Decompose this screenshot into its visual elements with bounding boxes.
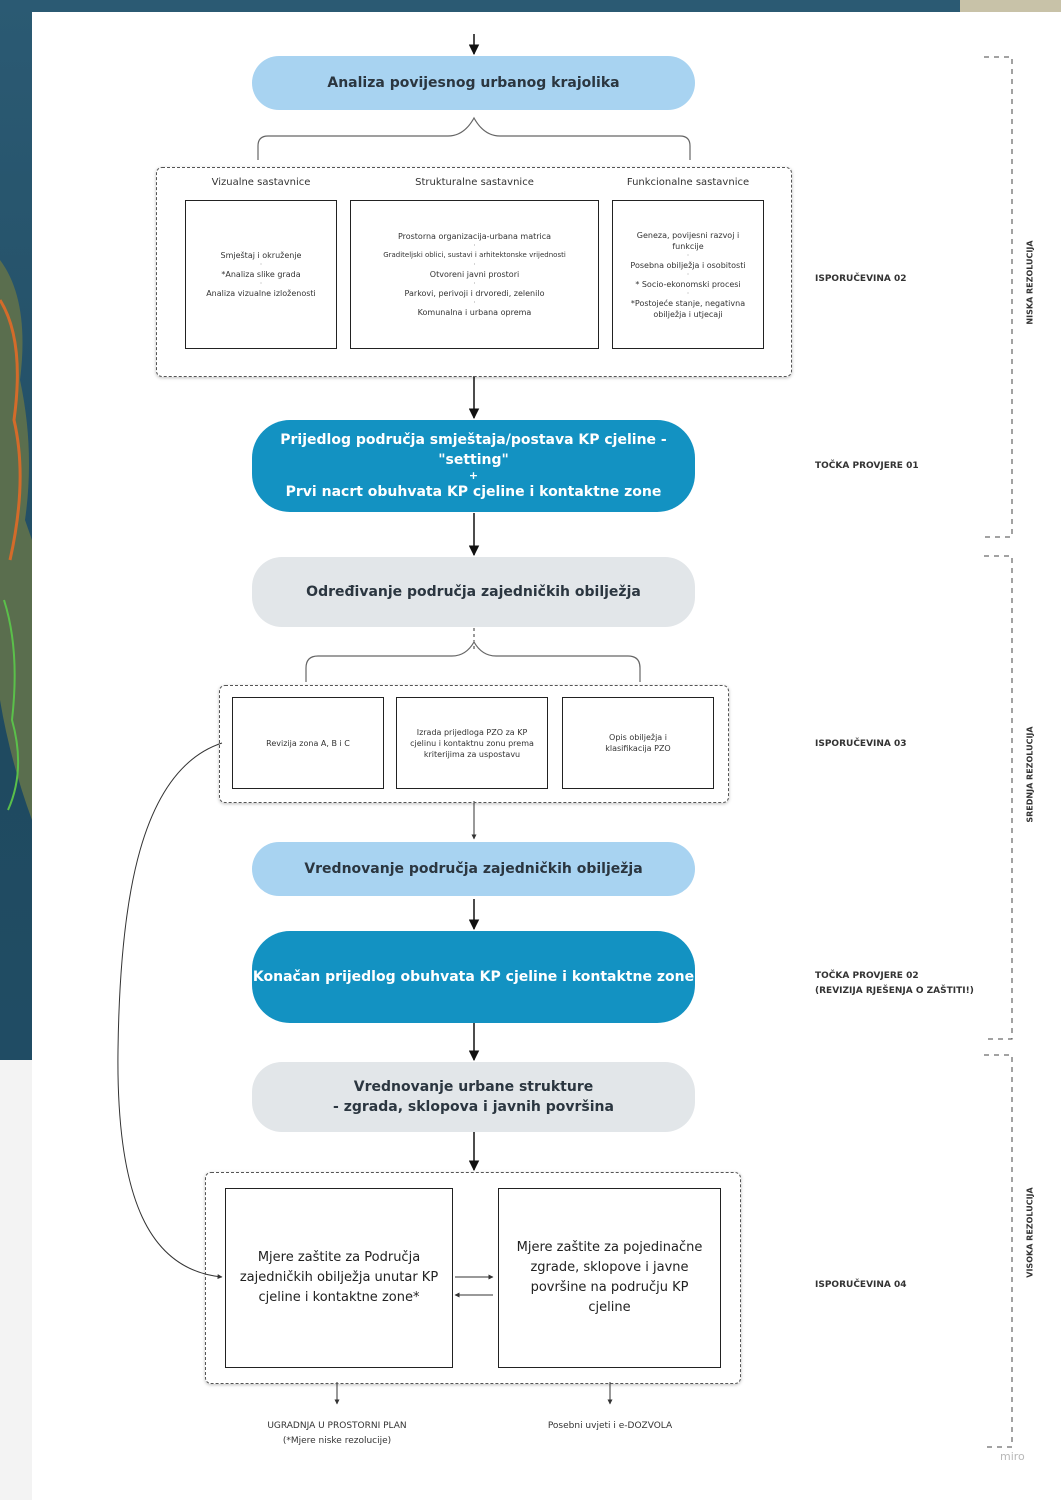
separator: ·: [259, 260, 263, 269]
visual-item: *Analiza slike grada: [221, 270, 301, 279]
measures-group: [205, 1172, 741, 1384]
deliverable-03-label: ISPORUČEVINA 03: [815, 739, 907, 749]
visual-components-box: Smještaj i okruženje · *Analiza slike gr…: [185, 200, 337, 349]
pzo-classification-box: Opis obilježja i klasifikacija PZO: [562, 697, 714, 789]
pzo-proposal-text: Izrada prijedloga PZO za KP cjelinu i ko…: [410, 727, 534, 759]
functional-components-heading: Funkcionalne sastavnice: [626, 177, 750, 188]
checkpoint-02-line2: (REVIZIJA RJEŠENJA O ZAŠTITI!): [815, 986, 974, 996]
shared-features-measures-text: Mjere zaštite za Područja zajedničkih ob…: [239, 1250, 439, 1305]
individual-buildings-measures-box: Mjere zaštite za pojedinačne zgrade, skl…: [498, 1188, 721, 1368]
pzo-proposal-box: Izrada prijedloga PZO za KP cjelinu i ko…: [396, 697, 548, 789]
pzo-classification-text: Opis obilježja i klasifikacija PZO: [605, 733, 671, 753]
medium-resolution-label: SREDNJA REZOLUCIJA: [1025, 726, 1035, 823]
step-6-line1: Vrednovanje urbane strukture: [353, 1079, 594, 1095]
spatial-plan-output-line1: UGRADNJA U PROSTORNI PLAN: [267, 1421, 407, 1431]
step-historic-landscape-analysis: Analiza povijesnog urbanog krajolika: [252, 56, 695, 110]
separator: ·: [473, 241, 476, 250]
separator: ·: [686, 288, 690, 298]
pzo-group: [219, 685, 729, 803]
functional-item: *Postojeće stanje, negativna obilježja i…: [630, 298, 746, 319]
spatial-plan-output: UGRADNJA U PROSTORNI PLAN (*Mjere niske …: [222, 1419, 452, 1449]
zone-revision-box: Revizija zona A, B i C: [232, 697, 384, 789]
separator: ·: [686, 250, 690, 260]
separator: ·: [259, 279, 263, 288]
components-group: [156, 167, 792, 377]
step-6-line2: - zgrada, sklopova i javnih površina: [333, 1099, 614, 1115]
separator: ·: [686, 269, 690, 279]
structural-item: Prostorna organizacija-urbana matrica: [397, 232, 552, 241]
structural-item: Parkovi, perivoji i drvoredi, zelenilo: [404, 289, 545, 298]
zone-revision-text: Revizija zona A, B i C: [266, 738, 350, 748]
step-3-label: Određivanje područja zajedničkih obiljež…: [306, 584, 641, 600]
structural-components-box: Prostorna organizacija-urbana matrica · …: [350, 200, 599, 349]
visual-item: Smještaj i okruženje: [220, 251, 302, 260]
miro-watermark: miro: [1000, 1450, 1025, 1463]
spatial-plan-output-line2: (*Mjere niske rezolucije): [282, 1436, 392, 1446]
structural-item: Komunalna i urbana oprema: [417, 308, 532, 317]
visual-item: Analiza vizualne izloženosti: [206, 289, 316, 298]
permit-output: Posebni uvjeti i e-DOZVOLA: [505, 1419, 715, 1434]
low-resolution-label: NISKA REZOLUCIJA: [1025, 240, 1035, 325]
checkpoint-01-label: TOČKA PROVJERE 01: [815, 461, 919, 471]
step-5-label: Konačan prijedlog obuhvata KP cjeline i …: [252, 969, 695, 985]
structural-components-heading: Strukturalne sastavnice: [415, 177, 534, 188]
separator: ·: [473, 260, 476, 269]
visual-components-heading: Vizualne sastavnice: [211, 177, 311, 188]
checkpoint-02-line1: TOČKA PROVJERE 02: [815, 971, 919, 981]
functional-components-box: Geneza, povijesni razvoj i funkcije · Po…: [612, 200, 764, 349]
structural-item: Otvoreni javni prostori: [429, 270, 520, 279]
separator: ·: [473, 279, 476, 288]
functional-item: Geneza, povijesni razvoj i funkcije: [636, 230, 740, 251]
permit-output-text: Posebni uvjeti i e-DOZVOLA: [547, 1421, 673, 1431]
step-4-label: Vrednovanje područja zajedničkih obiljež…: [304, 861, 643, 877]
high-resolution-label: VISOKA REZOLUCIJA: [1025, 1187, 1035, 1278]
functional-item: * Socio-ekonomski procesi: [635, 279, 741, 289]
separator: ·: [473, 298, 476, 307]
structural-item: Graditeljski oblici, sustavi i arhitekto…: [383, 251, 566, 259]
individual-buildings-measures-text: Mjere zaštite za pojedinačne zgrade, skl…: [516, 1240, 703, 1315]
step-urban-structure-evaluation: Vrednovanje urbane strukture - zgrada, s…: [252, 1062, 695, 1132]
step-shared-features-evaluation: Vrednovanje područja zajedničkih obiljež…: [252, 842, 695, 896]
functional-item: Posebna obilježja i osobitosti: [630, 260, 746, 270]
step-setting-proposal: Prijedlog područja smještaja/postava KP …: [252, 420, 695, 512]
step-final-boundary-proposal: Konačan prijedlog obuhvata KP cjeline i …: [252, 931, 695, 1023]
step-2-line2: Prvi nacrt obuhvata KP cjeline i kontakt…: [285, 484, 662, 500]
step-2-plus: +: [468, 469, 479, 482]
shared-features-measures-box: Mjere zaštite za Područja zajedničkih ob…: [225, 1188, 453, 1368]
deliverable-04-label: ISPORUČEVINA 04: [815, 1280, 907, 1290]
step-shared-features-determination: Određivanje područja zajedničkih obiljež…: [252, 557, 695, 627]
step-2-line1: Prijedlog područja smještaja/postava KP …: [280, 432, 667, 468]
deliverable-02-label: ISPORUČEVINA 02: [815, 274, 907, 284]
checkpoint-02-label: TOČKA PROVJERE 02 (REVIZIJA RJEŠENJA O Z…: [815, 969, 974, 999]
step-1-label: Analiza povijesnog urbanog krajolika: [327, 75, 620, 91]
